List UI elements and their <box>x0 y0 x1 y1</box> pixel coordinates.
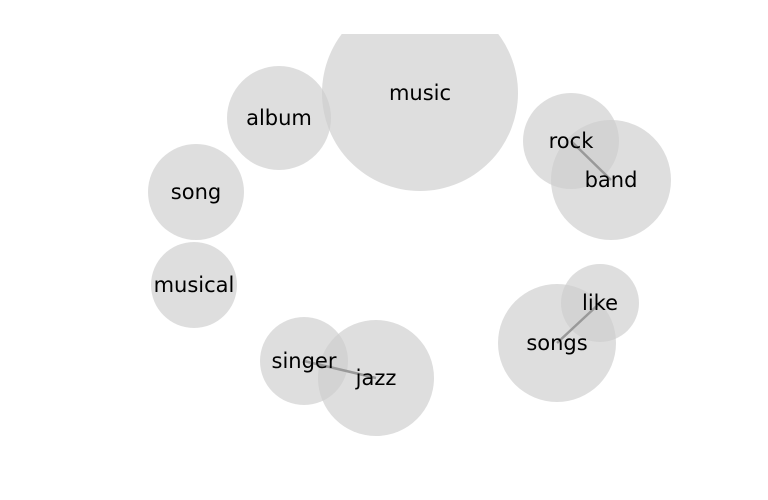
bubbles-layer <box>148 34 671 436</box>
labels-layer: music album rock band song musical like … <box>154 81 638 390</box>
bubble-album <box>227 66 331 170</box>
label-like: like <box>582 291 618 315</box>
bubble-music <box>322 34 518 191</box>
label-song: song <box>171 180 221 204</box>
bubble-musical <box>151 242 237 328</box>
label-singer: singer <box>272 349 337 373</box>
link-like-songs <box>556 302 601 344</box>
label-songs: songs <box>526 331 587 355</box>
link-rock-band <box>570 140 612 181</box>
links-layer <box>303 140 612 380</box>
label-album: album <box>246 106 312 130</box>
link-singer-jazz <box>303 359 377 380</box>
label-music: music <box>389 81 451 105</box>
label-jazz: jazz <box>355 366 397 390</box>
bubble-song <box>148 144 244 240</box>
label-band: band <box>585 168 638 192</box>
label-musical: musical <box>154 273 235 297</box>
label-rock: rock <box>549 129 595 153</box>
